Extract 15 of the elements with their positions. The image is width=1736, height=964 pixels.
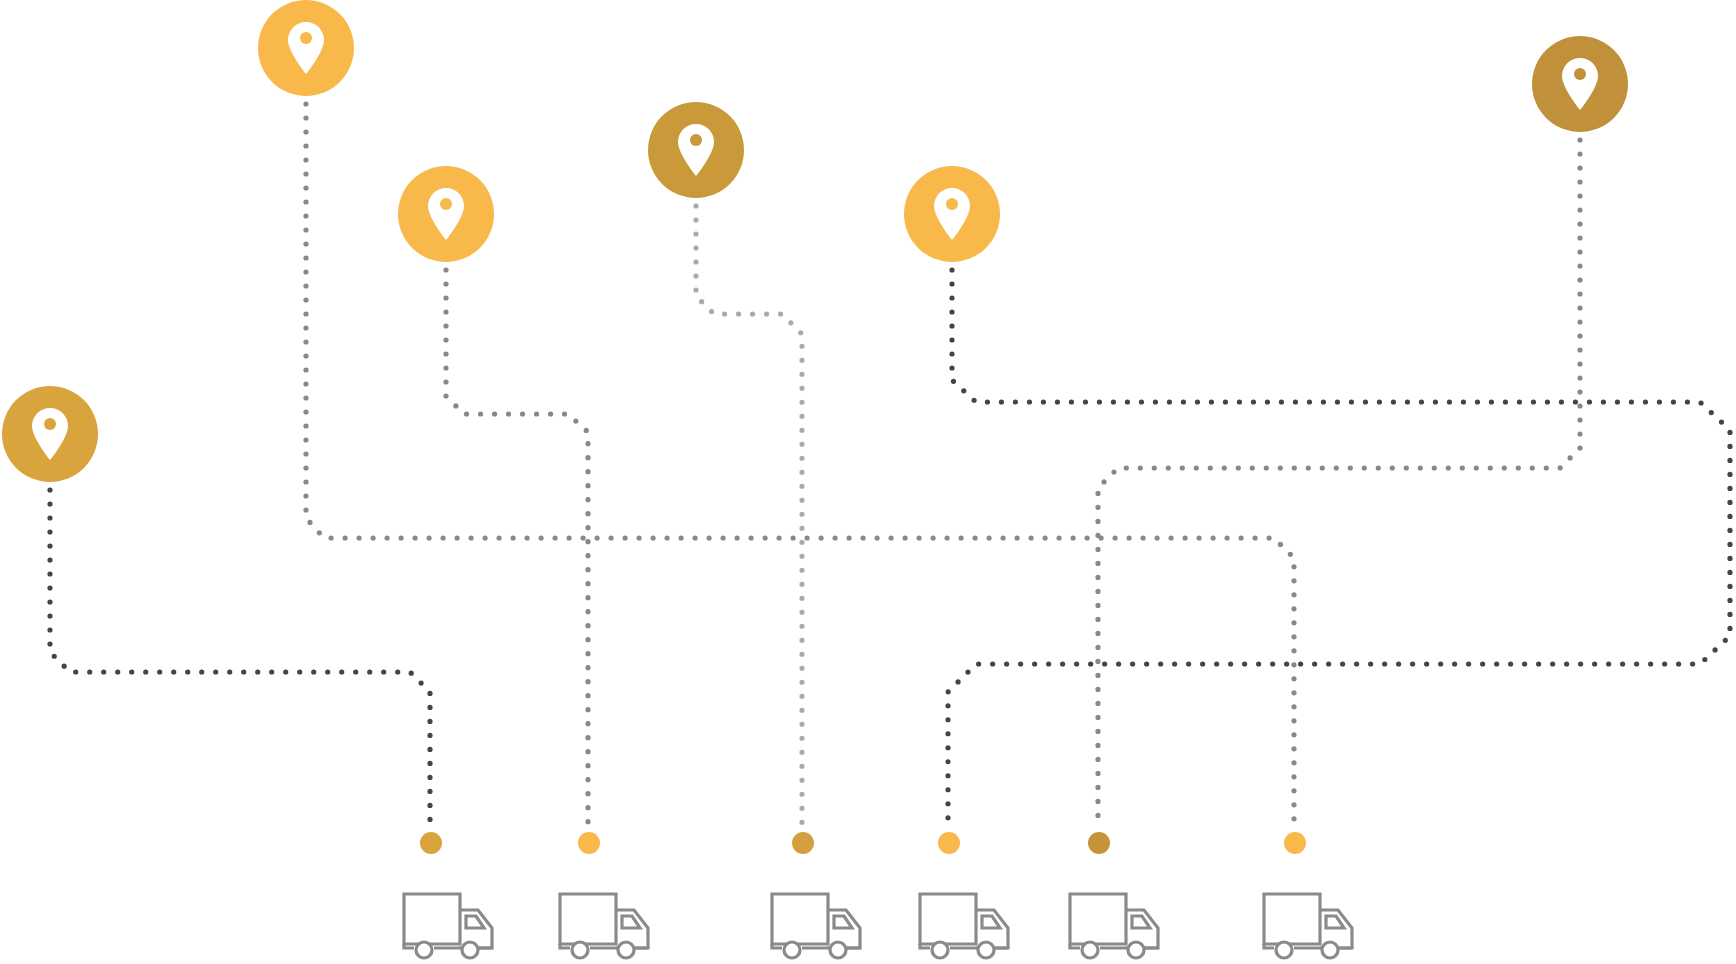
dotted-route-line [693, 203, 805, 828]
location-marker [258, 0, 354, 96]
dotted-route-line [47, 487, 433, 828]
route-end-dot [937, 831, 959, 853]
location-marker [1532, 36, 1628, 132]
location-marker [2, 386, 98, 482]
route-end-dot [1087, 831, 1109, 853]
route-end-dot [577, 831, 599, 853]
route-end-dot [419, 831, 441, 853]
location-marker [904, 166, 1000, 262]
dotted-route-line [443, 267, 591, 828]
route-end-dot [791, 831, 813, 853]
location-marker [648, 102, 744, 198]
location-marker [398, 166, 494, 262]
route-end-dot [1283, 831, 1305, 853]
